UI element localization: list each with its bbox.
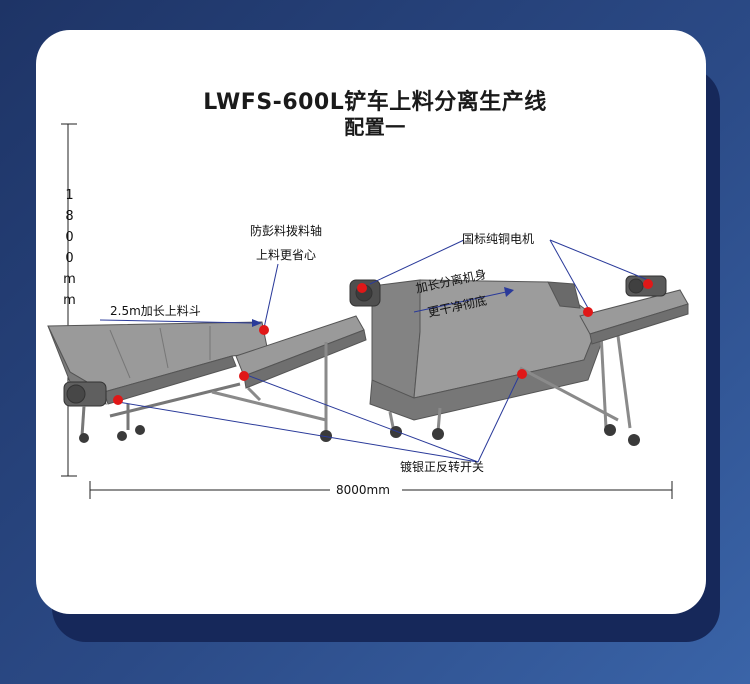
title-line-2: 配置一 [344,115,406,139]
hopper-legs [80,382,241,437]
incline-conveyor [235,315,367,389]
callout-shaft-line2: 上料更省心 [256,248,317,262]
callout-lines [99,239,649,463]
callout-motor: 国标纯铜电机 [462,232,535,246]
separator-top-motor [349,279,381,307]
length-dimension-label: 8000mm [336,483,390,497]
callout-hopper: 2.5m加长上料斗 [110,304,201,318]
separator-body [369,279,605,421]
hopper-wheels [79,425,145,443]
height-dimension-label: 1800mm [62,188,77,314]
conveyor-wheel [320,430,332,442]
height-dimension-line [61,123,77,477]
discharge-conveyor [579,289,689,345]
separator-wheels [390,424,640,446]
callout-shaft-line1: 防彭料拨料轴 [250,224,323,238]
callout-markers [113,279,653,405]
length-dimension-line [89,481,673,499]
incline-conveyor-legs [211,342,328,432]
hopper-motor [63,381,107,407]
title-line-1: LWFS-600L铲车上料分离生产线 [203,90,547,115]
callout-switch: 镀银正反转开关 [400,460,485,474]
